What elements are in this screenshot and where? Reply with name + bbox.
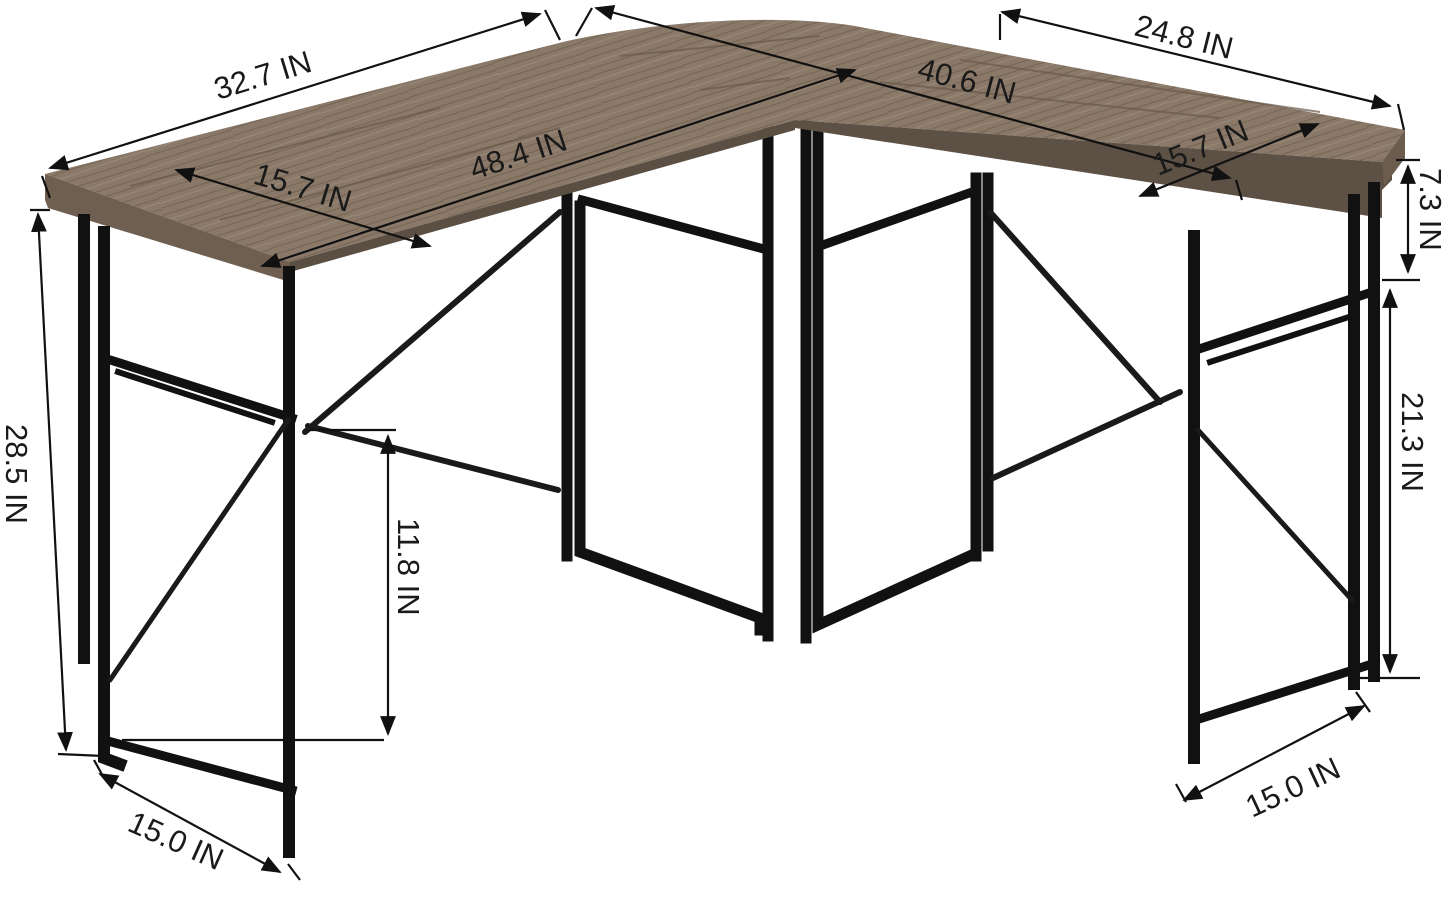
- label-top-to-crossbar: 7.3 IN: [1413, 168, 1448, 251]
- label-left-top-length: 32.7 IN: [210, 44, 316, 107]
- back-frame: [561, 118, 994, 644]
- label-leg-height-right: 21.3 IN: [1395, 392, 1430, 492]
- front-frame: [78, 182, 1380, 858]
- label-crossbar-height: 11.8 IN: [391, 518, 426, 616]
- cross-braces: [302, 209, 1183, 493]
- label-right-top-length: 24.8 IN: [1131, 8, 1236, 66]
- label-total-height: 28.5 IN: [0, 424, 34, 524]
- dimension-lines: [30, 4, 1420, 881]
